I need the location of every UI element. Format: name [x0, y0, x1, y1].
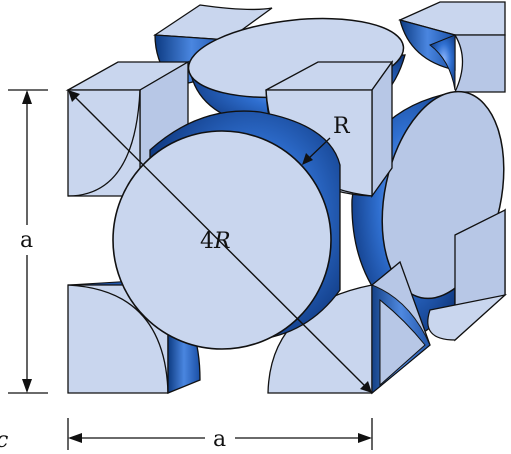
vertical-dimension: [8, 89, 48, 394]
front-bottom-right-corner-piece: [267, 260, 431, 395]
right-bottom-corner-piece: [427, 208, 508, 342]
back-right-corner-piece: [398, 1, 506, 93]
face-diagonal-arrow: [68, 90, 372, 393]
face-diagonal-label: 4R: [200, 229, 231, 254]
front-face-centered-sphere: [112, 110, 341, 350]
partial-corner-label: c: [0, 428, 8, 453]
radius-arrow: [302, 137, 331, 165]
horizontal-dimension: [67, 418, 373, 450]
front-top-left-corner-piece: [65, 60, 191, 198]
radius-label: R: [333, 114, 351, 139]
vertical-side-label: a: [20, 228, 33, 253]
horizontal-side-label: a: [213, 427, 226, 452]
